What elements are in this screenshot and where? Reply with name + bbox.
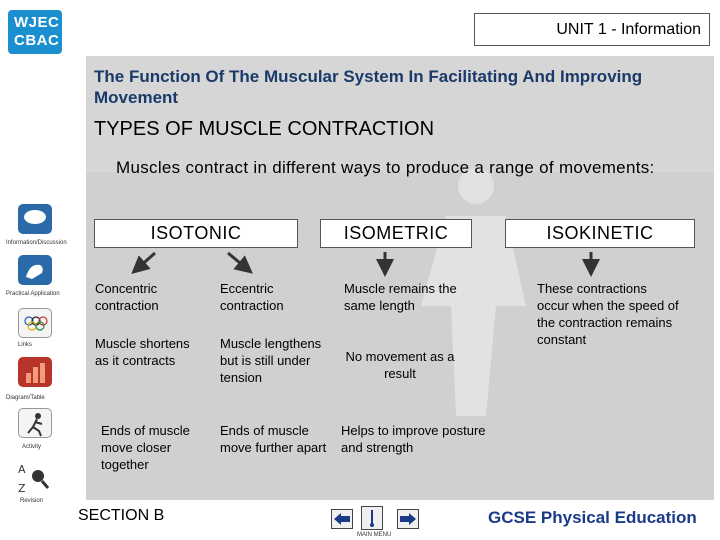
logo-line-1: WJEC <box>14 14 60 31</box>
previous-arrow-button[interactable] <box>331 509 353 529</box>
speech-bubble-icon[interactable] <box>18 204 52 234</box>
intro-text: Muscles contract in different ways to pr… <box>116 158 655 177</box>
sidebar-label-practical: Practical Application <box>6 291 60 297</box>
logo-line-2: CBAC <box>14 32 60 49</box>
isometric-benefit: Helps to improve posture and strength <box>341 423 486 455</box>
sidebar-label-information: Information/Discussion <box>6 240 67 246</box>
arrow-concentric-icon <box>131 251 156 274</box>
isometric-description: Muscle remains the same length <box>344 281 457 313</box>
arrow-left-icon <box>334 513 350 525</box>
unit-text: UNIT 1 - Information <box>556 20 701 38</box>
main-menu-button[interactable] <box>361 506 383 530</box>
page-title: The Function Of The Muscular System In F… <box>94 67 643 107</box>
a-z-magnifier-icon[interactable]: A Z <box>14 460 50 495</box>
flexed-arm-icon[interactable] <box>18 255 52 285</box>
sidebar-label-revision: Revision <box>20 498 44 504</box>
sidebar-label-links: Links <box>18 342 33 348</box>
unit-label: UNIT 1 - Information <box>474 13 710 46</box>
arrow-eccentric-icon <box>227 251 253 274</box>
section-label: SECTION B <box>78 507 165 524</box>
isometric-header: ISOMETRIC <box>320 219 472 248</box>
svg-text:A: A <box>18 463 26 476</box>
brand-label: GCSE Physical Education <box>488 508 697 527</box>
running-figure-icon[interactable] <box>18 408 52 438</box>
section-subtitle: TYPES OF MUSCLE CONTRACTION <box>94 118 435 140</box>
eccentric-title: Eccentric contraction <box>220 281 284 313</box>
sidebar-label-diagram: Diagram/Table <box>6 395 45 401</box>
next-arrow-button[interactable] <box>397 509 419 529</box>
main-menu-label: MAIN MENU <box>357 532 392 538</box>
olympic-rings-icon[interactable] <box>18 308 52 338</box>
sidebar-label-activity: Activity <box>22 444 42 450</box>
wjec-logo: WJEC CBAC <box>8 10 62 54</box>
isotonic-header: ISOTONIC <box>94 219 298 248</box>
arrow-right-icon <box>400 513 416 525</box>
isokinetic-description: These contractions occur when the speed … <box>537 281 679 347</box>
eccentric-description: Muscle lengthens but is still under tens… <box>220 336 322 385</box>
main-menu-icon <box>370 510 374 527</box>
bar-chart-icon[interactable] <box>18 357 52 387</box>
concentric-title: Concentric contraction <box>95 281 159 313</box>
concentric-description: Muscle shortens as it contracts <box>95 336 190 368</box>
isometric-result: No movement as a result <box>345 349 455 381</box>
watermark-figure-icon <box>421 168 526 416</box>
svg-text:Z: Z <box>18 482 26 494</box>
concentric-effect: Ends of muscle move closer together <box>101 423 190 472</box>
eccentric-effect: Ends of muscle move further apart <box>220 423 327 455</box>
isokinetic-header: ISOKINETIC <box>505 219 695 248</box>
